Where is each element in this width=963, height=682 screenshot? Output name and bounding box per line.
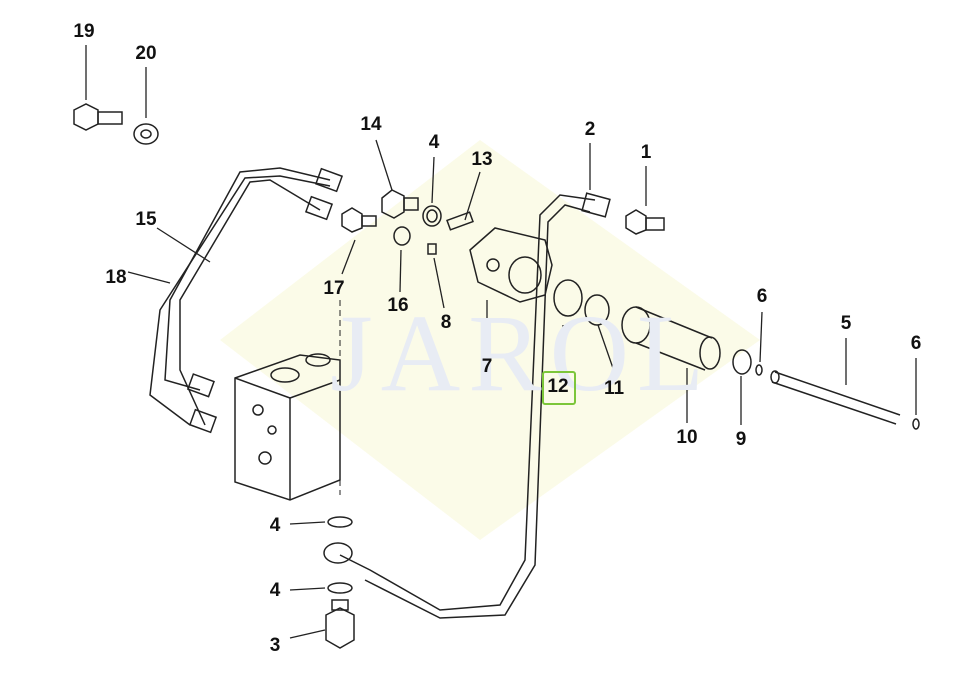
callout-3[interactable]: 3 — [269, 635, 281, 656]
callout-5[interactable]: 5 — [840, 313, 852, 334]
callout-6[interactable]: 6 — [756, 286, 768, 307]
callout-4c[interactable]: 4 — [269, 580, 281, 601]
callout-17[interactable]: 17 — [323, 278, 345, 299]
callout-15[interactable]: 15 — [135, 209, 157, 230]
callout-4b[interactable]: 4 — [269, 515, 281, 536]
washer-part — [133, 123, 159, 145]
callout-10[interactable]: 10 — [676, 427, 698, 448]
callout-11[interactable]: 11 — [603, 378, 625, 399]
fitting-17 — [341, 207, 377, 233]
fitting-14 — [381, 189, 419, 219]
callout-6b[interactable]: 6 — [910, 333, 922, 354]
fitting-1 — [625, 209, 665, 235]
callout-12[interactable]: 12 — [547, 376, 569, 397]
pipe-2 — [339, 194, 596, 611]
callout-16[interactable]: 16 — [387, 295, 409, 316]
callout-2[interactable]: 2 — [584, 119, 596, 140]
watermark: JAROL — [330, 292, 713, 414]
callout-7[interactable]: 7 — [481, 356, 493, 377]
callout-1[interactable]: 1 — [640, 142, 652, 163]
sleeve-10 — [621, 306, 721, 371]
callout-4[interactable]: 4 — [428, 132, 440, 153]
pipes-15-18 — [149, 167, 331, 426]
callout-18[interactable]: 18 — [105, 267, 127, 288]
valve-block — [234, 300, 341, 501]
bracket-7 — [469, 227, 553, 303]
callout-9[interactable]: 9 — [735, 429, 747, 450]
callout-13[interactable]: 13 — [471, 149, 493, 170]
leader-lines — [85, 45, 917, 639]
callout-20[interactable]: 20 — [135, 43, 157, 64]
rod-5 — [770, 370, 901, 425]
callout-8[interactable]: 8 — [440, 312, 452, 333]
callout-19[interactable]: 19 — [73, 21, 95, 42]
callout-14[interactable]: 14 — [360, 114, 382, 135]
highlight-box — [542, 371, 576, 405]
bolt-part — [73, 103, 123, 131]
banjo-bolt-3 — [325, 599, 355, 649]
